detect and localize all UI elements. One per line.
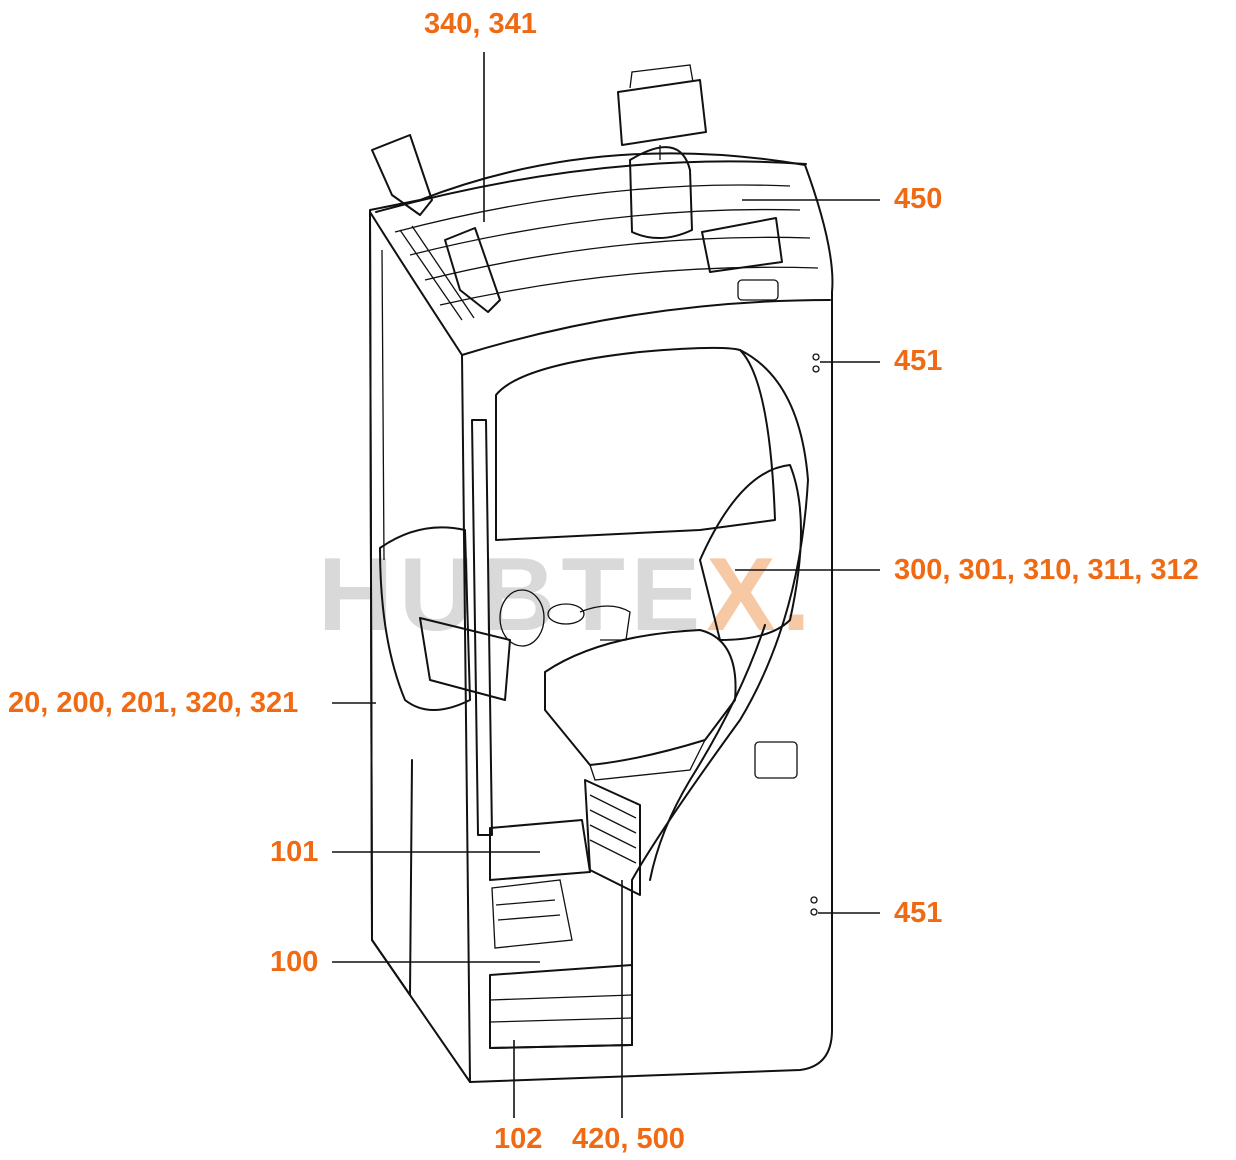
callout-451-top: 451 [894, 345, 943, 377]
handrail [649, 624, 766, 881]
callout-20-series: 20, 200, 201, 320, 321 [8, 687, 299, 719]
floor-step [489, 819, 591, 881]
vent-grille [584, 779, 641, 896]
dashboard-left [379, 526, 471, 711]
lamp-front [444, 227, 501, 313]
left-side-edge [369, 211, 373, 941]
callout-102: 102 [494, 1123, 543, 1155]
left-front-post [461, 354, 471, 1083]
seat-cushion [544, 629, 737, 766]
beacon-bracket [617, 79, 707, 146]
lamp-left [371, 134, 433, 216]
door-opening [489, 349, 809, 1049]
pedal-area [491, 879, 573, 949]
beacon [629, 146, 693, 240]
callout-451-bottom: 451 [894, 897, 943, 929]
watermark-accent: X. [706, 537, 817, 653]
front-window [495, 346, 776, 541]
callout-450: 450 [894, 183, 943, 215]
lower-panel [489, 964, 633, 1049]
callout-340-341: 340, 341 [424, 8, 537, 40]
door-frame-bar [471, 419, 493, 836]
seat-back [699, 464, 802, 641]
callout-300-series: 300, 301, 310, 311, 312 [894, 554, 1199, 586]
callout-420-500: 420, 500 [572, 1123, 685, 1155]
roof-front-edge [369, 211, 831, 356]
cabin-outline [369, 152, 834, 1083]
lamp-right [701, 217, 783, 273]
callout-101: 101 [270, 836, 319, 868]
roof-top [375, 160, 807, 213]
callout-100: 100 [270, 946, 319, 978]
console [419, 617, 511, 701]
